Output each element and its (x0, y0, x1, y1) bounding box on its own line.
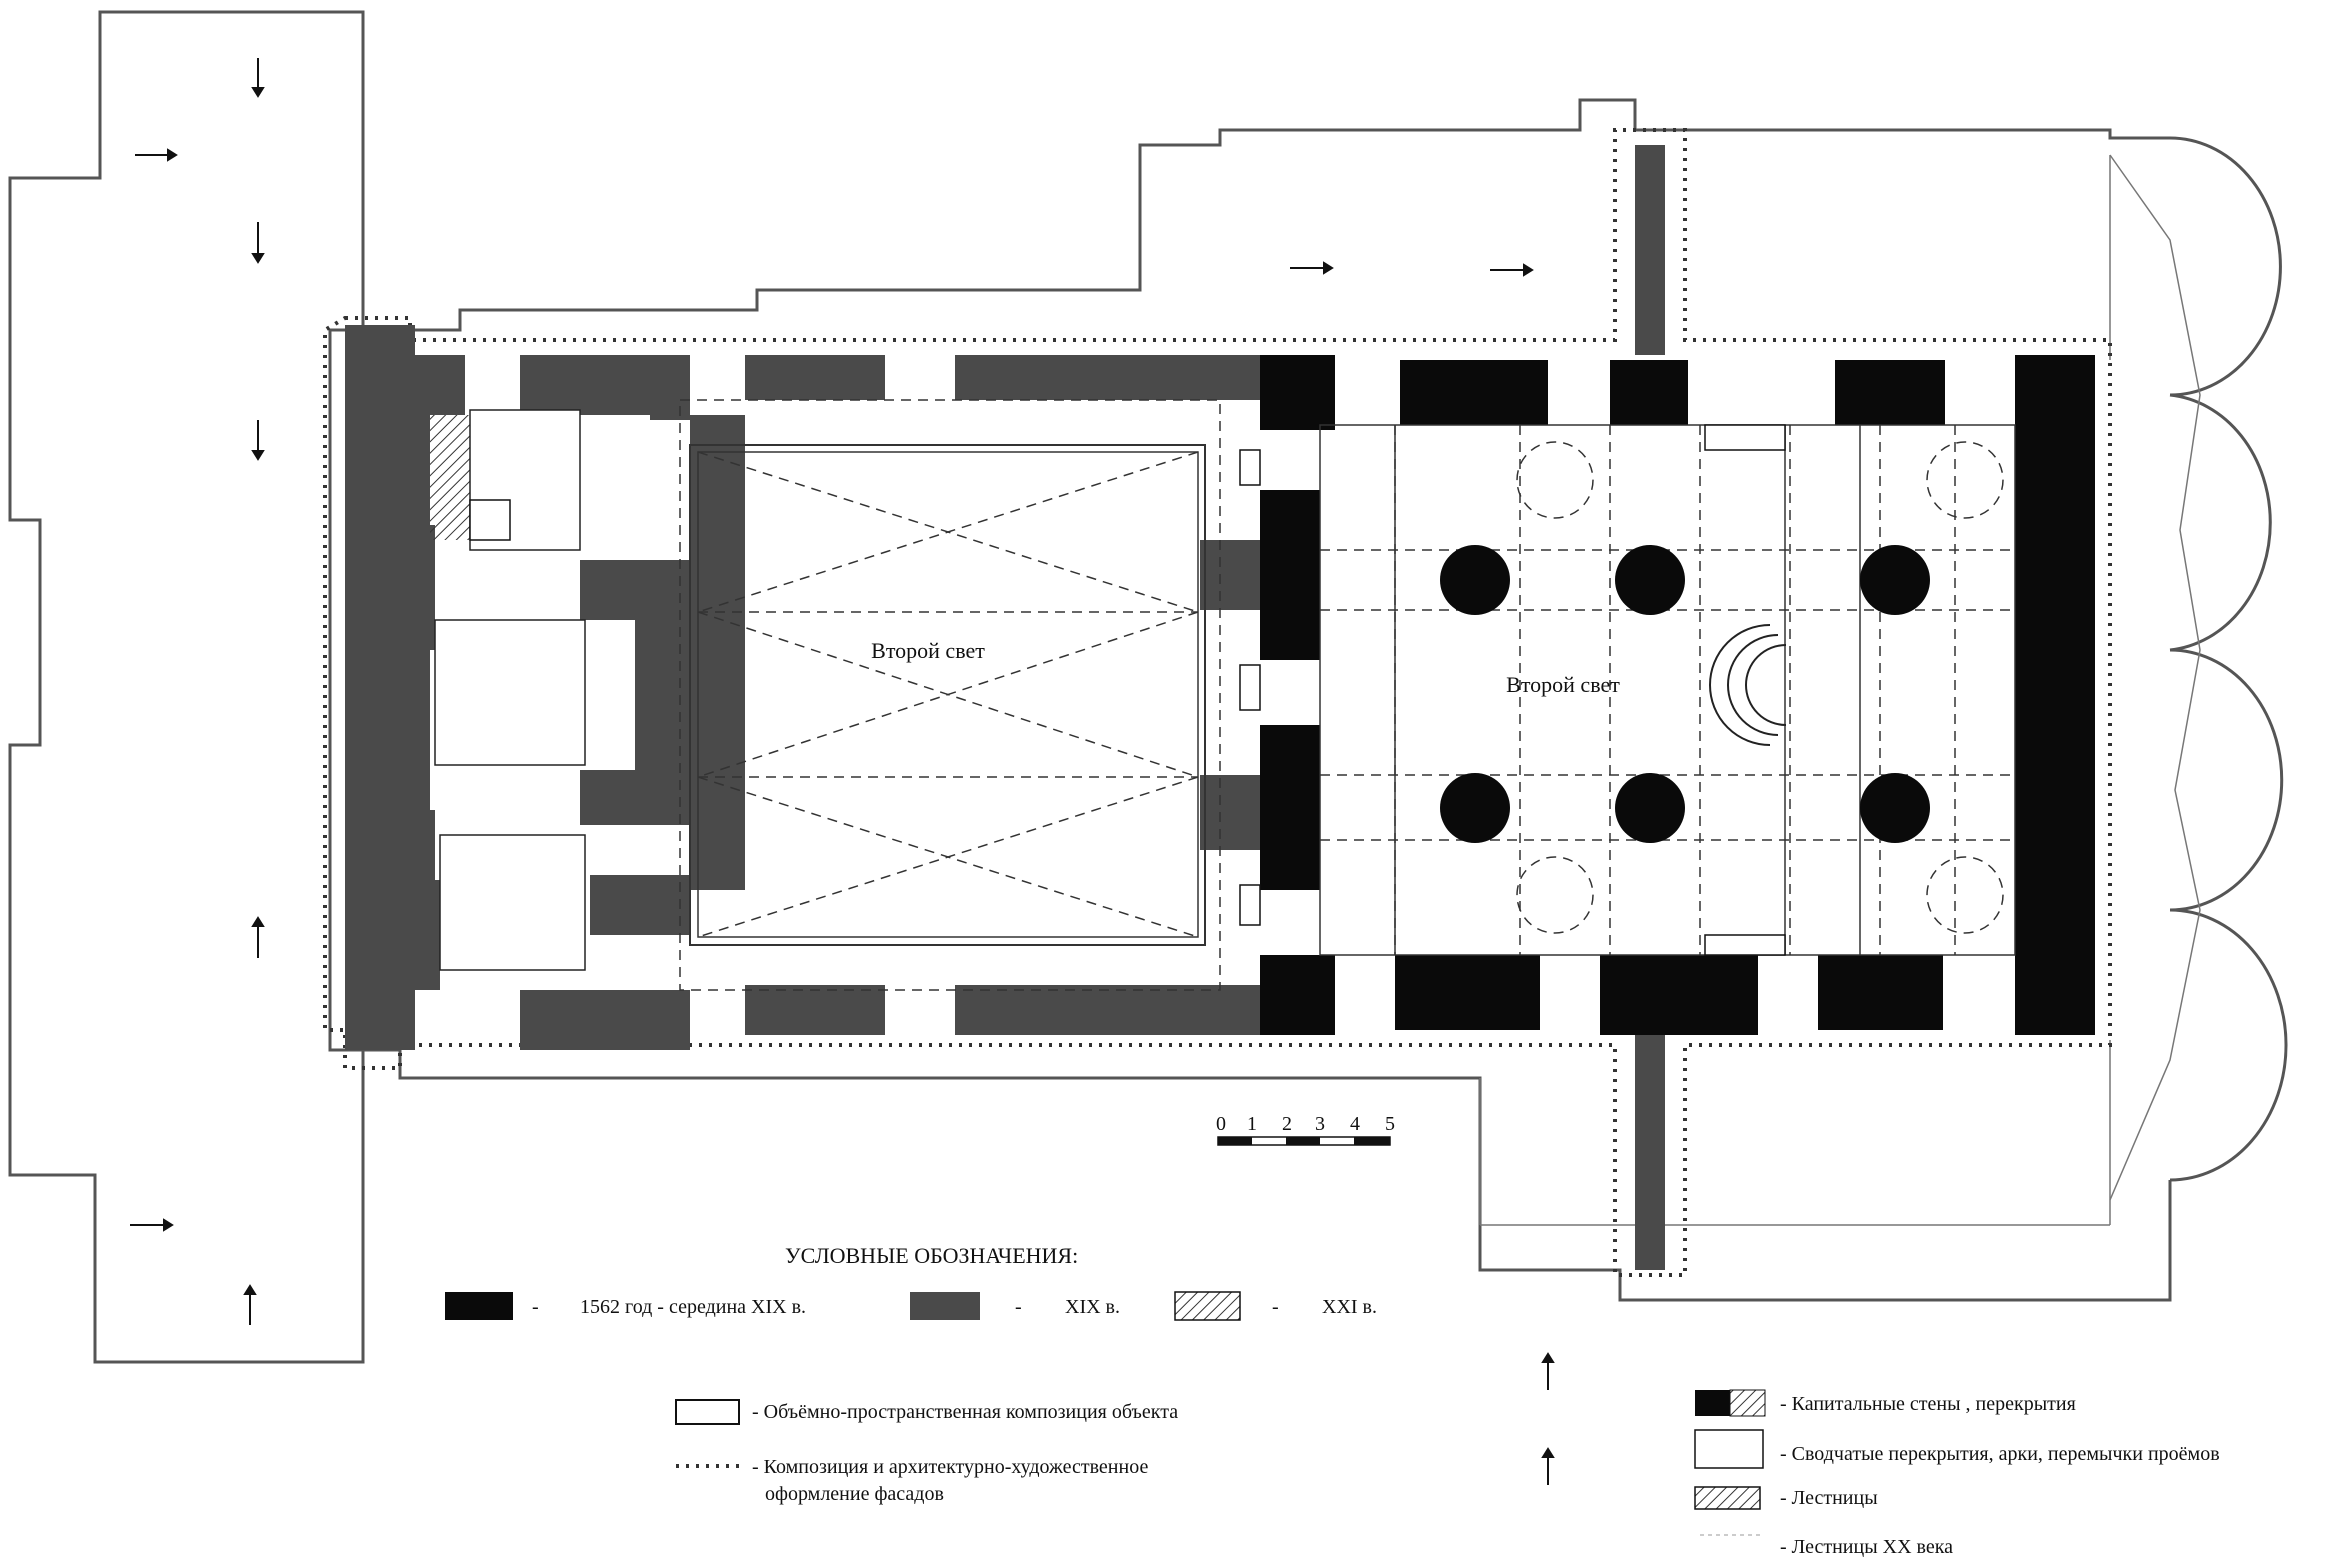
ambo-steps (1709, 624, 1787, 746)
legend-swatch-stairs (1694, 1486, 1761, 1510)
legend: УСЛОВНЫЕ ОБОЗНАЧЕНИЯ: - 1562 год - серед… (445, 1243, 2220, 1558)
legend-swatch-xxi (1174, 1291, 1241, 1321)
scale-tick: 4 (1350, 1113, 1360, 1135)
legend-period-1562: 1562 год - середина XIX в. (580, 1296, 806, 1318)
legend-swatch-composition (675, 1399, 740, 1425)
legend-period-xix: XIX в. (1065, 1296, 1120, 1318)
scale-tick: 2 (1282, 1113, 1292, 1135)
east-hall (1319, 424, 2016, 956)
legend-vaults: - Сводчатые перекрытия, арки, перемычки … (1780, 1443, 2220, 1465)
east-hall-label: Второй свет (1506, 672, 1620, 697)
hatch-xxi (430, 415, 470, 540)
walls-xix (345, 145, 1665, 1270)
direction-arrows (130, 58, 1555, 1485)
west-rooms (434, 409, 586, 971)
apse-lines (1479, 154, 2201, 1226)
legend-facades-1: - Композиция и архитектурно-художественн… (752, 1456, 1148, 1478)
legend-facades-2: оформление фасадов (765, 1483, 944, 1505)
scale-tick: 1 (1247, 1113, 1257, 1135)
legend-dash: - (532, 1296, 539, 1318)
scale-bar: 0 1 2 3 4 5 (1216, 1113, 1395, 1146)
west-hall (679, 399, 1221, 991)
site-outline (8, 10, 2170, 1364)
legend-dash: - (1015, 1296, 1022, 1318)
legend-stairs-xx: - Лестницы XX века (1780, 1536, 1953, 1558)
legend-swatch-1562 (445, 1292, 513, 1320)
legend-period-xxi: XXI в. (1322, 1296, 1377, 1318)
scale-tick: 0 (1216, 1113, 1226, 1135)
stair-markers (469, 424, 1786, 956)
scale-tick: 5 (1385, 1113, 1395, 1135)
legend-walls: - Капитальные стены , перекрытия (1780, 1393, 2076, 1415)
legend-stairs: - Лестницы (1780, 1487, 1878, 1509)
legend-swatch-xix (910, 1292, 980, 1320)
columns (1440, 545, 1930, 843)
west-hall-label: Второй свет (871, 638, 985, 663)
apse-arcs (2110, 136, 2288, 1302)
legend-swatch-walls (1695, 1390, 1730, 1416)
legend-composition: - Объёмно-пространственная композиция об… (752, 1401, 1178, 1423)
scale-tick: 3 (1315, 1113, 1325, 1135)
legend-swatch-vaults (1694, 1429, 1764, 1469)
legend-swatch-walls-hatch (1729, 1389, 1766, 1417)
legend-title: УСЛОВНЫЕ ОБОЗНАЧЕНИЯ: (785, 1243, 1078, 1268)
facade-dotted-line (323, 128, 2112, 1277)
legend-dash: - (1272, 1296, 1279, 1318)
walls-1562 (1260, 355, 2095, 1035)
